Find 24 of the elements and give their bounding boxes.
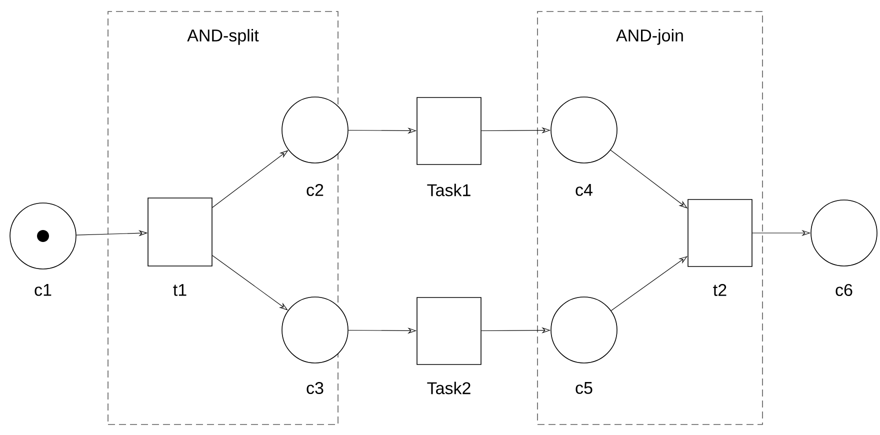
node-label: c1 [34, 284, 52, 296]
group-box [537, 11, 763, 425]
place-circle [810, 200, 878, 266]
transition-box [416, 97, 482, 165]
node-label: c5 [576, 382, 592, 394]
place-circle [550, 96, 618, 164]
node-label: Task2 [427, 382, 470, 394]
place-circle [282, 96, 348, 164]
place-circle [282, 296, 348, 364]
node-label: t2 [713, 284, 726, 296]
node-label: t1 [173, 284, 186, 296]
node-label: c3 [306, 382, 324, 394]
transition-box [688, 199, 752, 267]
node-label: c2 [306, 184, 324, 196]
node-label: Task1 [427, 184, 470, 196]
transition-box [416, 297, 482, 365]
group-heading: AND-split [187, 29, 259, 45]
place-circle [10, 202, 76, 270]
node-label: c4 [576, 184, 592, 196]
group-heading: AND-join [616, 29, 683, 45]
node-label: c6 [836, 284, 852, 296]
transition-box [148, 198, 212, 266]
place-circle [550, 296, 618, 364]
group-box [108, 11, 338, 425]
